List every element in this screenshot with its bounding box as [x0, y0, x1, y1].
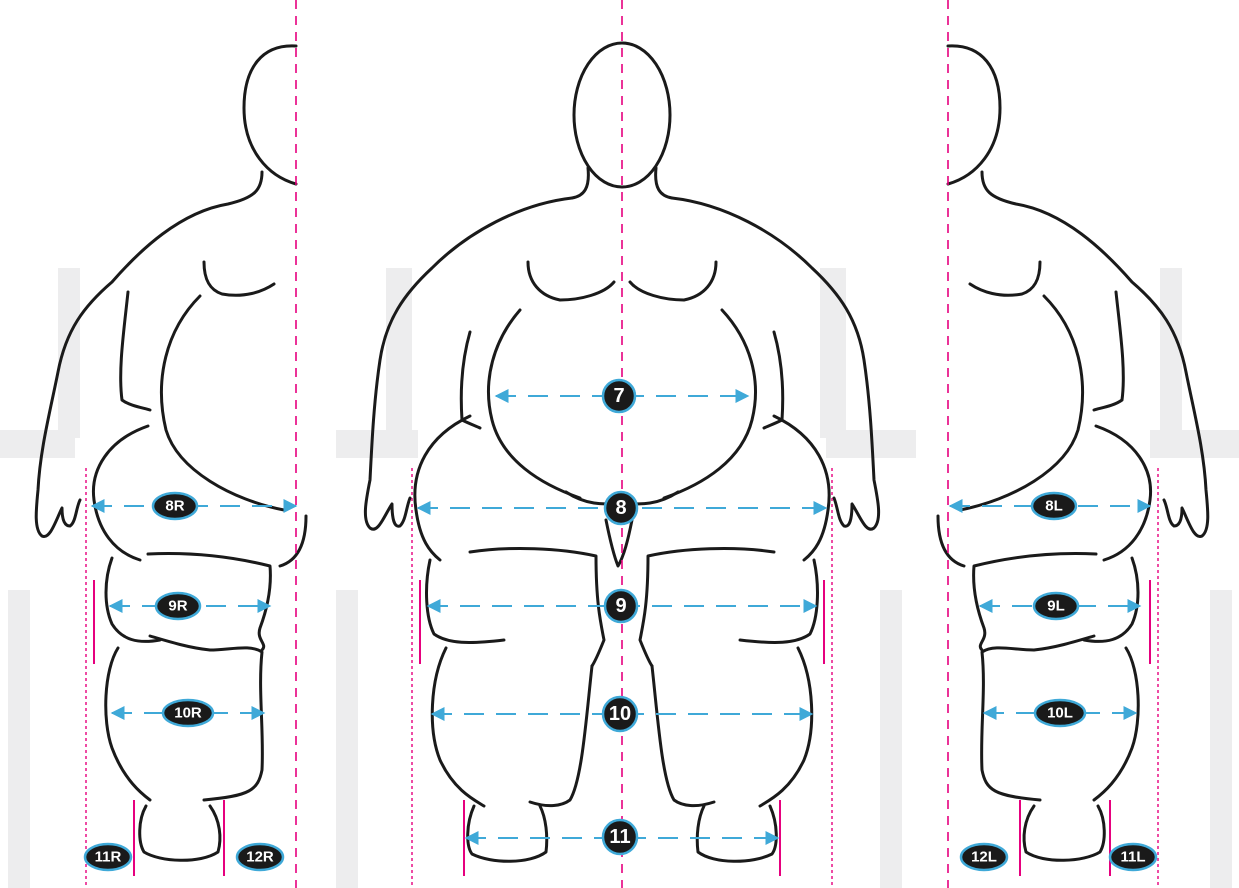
svg-text:11: 11 [609, 826, 630, 848]
label-8r: 8R [153, 493, 197, 519]
label-10l: 10L [1035, 700, 1085, 726]
svg-text:11L: 11L [1120, 849, 1145, 866]
label-12r: 12R [237, 844, 283, 870]
svg-text:8: 8 [615, 497, 626, 519]
front-view-reference-lines [412, 0, 832, 888]
label-9: 9 [605, 590, 637, 622]
svg-text:8R: 8R [165, 498, 184, 515]
svg-text:10L: 10L [1047, 705, 1073, 722]
right-view-body-outline [36, 46, 306, 860]
svg-text:10: 10 [609, 703, 631, 725]
svg-text:12L: 12L [971, 849, 997, 866]
label-9l: 9L [1034, 593, 1078, 619]
svg-text:9R: 9R [168, 598, 187, 615]
label-9r: 9R [156, 593, 200, 619]
label-8l: 8L [1032, 493, 1076, 519]
svg-text:10R: 10R [174, 705, 202, 722]
svg-text:12R: 12R [246, 849, 274, 866]
label-11l: 11L [1110, 844, 1156, 870]
svg-text:11R: 11R [95, 849, 122, 866]
label-10r: 10R [163, 700, 213, 726]
svg-text:9: 9 [615, 595, 626, 617]
label-10: 10 [603, 697, 637, 731]
svg-text:7: 7 [613, 385, 624, 407]
svg-text:8L: 8L [1045, 498, 1063, 515]
label-12l: 12L [961, 844, 1007, 870]
right-view-measurements: 8R 9R 10R 11R 12R [85, 493, 296, 870]
label-11: 11 [603, 820, 637, 854]
chair-backgrounds [0, 268, 1239, 888]
label-7: 7 [603, 380, 635, 412]
svg-text:9L: 9L [1047, 598, 1065, 615]
label-11r: 11R [85, 844, 131, 870]
label-8: 8 [605, 492, 637, 524]
front-view: 7 8 9 10 11 [365, 0, 878, 888]
right-side-view: 8R 9R 10R 11R 12R [36, 0, 306, 888]
